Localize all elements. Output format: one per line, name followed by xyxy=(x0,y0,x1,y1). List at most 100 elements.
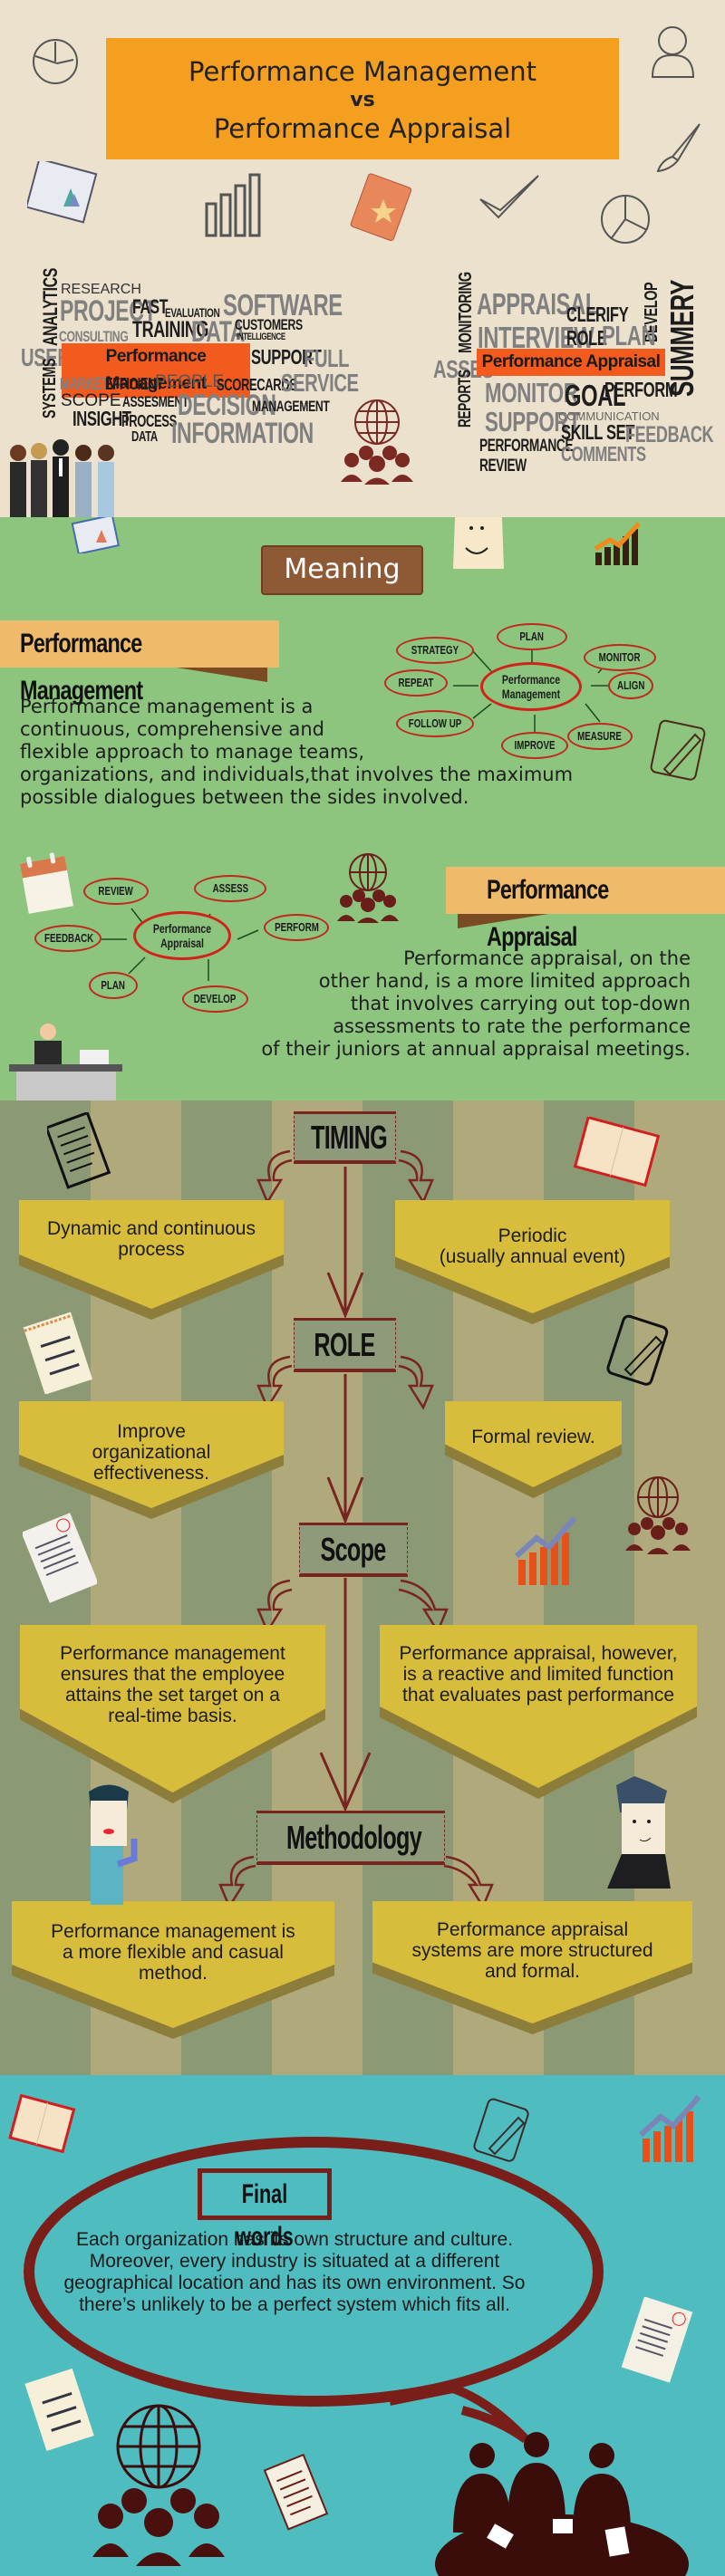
cloud-word: DATA xyxy=(191,315,246,348)
book-icon xyxy=(350,173,412,242)
scope-pa-text: Performance appraisal, however, is a rea… xyxy=(380,1625,697,1788)
business-people-illustration xyxy=(10,439,114,517)
pm-diagram-center: Performance Management xyxy=(480,662,582,711)
pm-node-monitor: MONITOR xyxy=(584,644,656,671)
cloud-word: PROJECT xyxy=(60,294,157,327)
pen-clipboard-icon xyxy=(473,2098,529,2162)
pa-node-assess: ASSESS xyxy=(194,875,266,902)
graded-test-icon xyxy=(621,2297,693,2383)
bar-chart-icon xyxy=(205,173,261,237)
highlight-performance-management: Performance Management xyxy=(62,343,250,398)
calendar-icon xyxy=(20,852,74,914)
pm-banner-fold xyxy=(177,668,267,682)
comparison-section: TIMING Dynamic and continuous process Pe… xyxy=(0,1101,725,2075)
flow-arrowhead xyxy=(326,1272,364,1320)
curved-arrow-right xyxy=(443,1855,494,1909)
growth-chart-icon xyxy=(594,522,641,565)
title-line-1: Performance Management xyxy=(188,56,537,87)
timing-pa-text: Periodic (usually annual event) xyxy=(395,1200,670,1313)
pa-banner: Performance Appraisal xyxy=(446,867,725,952)
pa-banner-fold xyxy=(458,914,548,928)
timing-pm-text: Dynamic and continuous process xyxy=(19,1200,284,1309)
pm-node-plan: PLAN xyxy=(497,623,567,650)
numbered-list-icon xyxy=(23,1312,93,1394)
cloud-word: CUSTOMERS xyxy=(235,316,303,333)
pa-node-plan: PLAN xyxy=(89,972,138,999)
header-timing: TIMING xyxy=(294,1111,396,1164)
pa-diagram-center: Performance Appraisal xyxy=(133,911,231,960)
report-icon xyxy=(27,161,98,224)
scope-pa-box: Performance appraisal, however, is a rea… xyxy=(380,1625,697,1799)
pm-description: Performance management is a continuous, … xyxy=(20,696,672,809)
role-pm-box: Improve organizational effectiveness. xyxy=(19,1401,284,1519)
open-book-icon xyxy=(573,1117,661,1187)
cartoon-man-icon xyxy=(453,517,504,569)
title-box: Performance Management vs Performance Ap… xyxy=(106,38,619,159)
open-book-icon xyxy=(8,2093,76,2154)
scope-pm-box: Performance management ensures that the … xyxy=(20,1625,325,1803)
cloud-word: SYSTEMS xyxy=(40,358,60,418)
cloud-word: MONITOR xyxy=(485,377,578,409)
pen-clipboard-icon xyxy=(606,1314,669,1386)
cloud-word: PERFORM xyxy=(604,378,678,401)
cloud-word: INTELLIGENCE xyxy=(237,332,285,342)
highlight-performance-appraisal: Performance Appraisal xyxy=(477,349,665,376)
pm-title: Performance Management xyxy=(20,629,143,706)
cloud-word: FULL xyxy=(304,344,350,372)
pm-node-align: ALIGN xyxy=(608,672,653,699)
cloud-word: INFORMATION xyxy=(171,417,314,449)
cartoon-businessman xyxy=(607,1776,671,1889)
checkmark-icon xyxy=(479,175,539,219)
cloud-word: PEOPLE xyxy=(155,372,225,391)
cloud-word: PROCESS xyxy=(121,412,177,430)
cloud-word: EFFICIENT xyxy=(105,375,163,393)
methodology-pm-box: Performance management is a more flexibl… xyxy=(12,1901,334,2039)
timing-pa-box: Periodic (usually annual event) xyxy=(395,1200,670,1324)
pm-node-measure: MEASURE xyxy=(567,723,633,750)
pm-line: organizations, and individuals,that invo… xyxy=(20,764,574,785)
cloud-word: PLAN xyxy=(602,320,656,351)
header-scope: Scope xyxy=(299,1523,408,1577)
flow-arrowhead xyxy=(326,1476,364,1525)
cloud-word: COMMENTS xyxy=(561,442,646,466)
cartoon-man-waving xyxy=(89,1784,138,1905)
report-icon xyxy=(71,517,121,553)
pen-clipboard-icon xyxy=(650,719,706,781)
pa-line: of their juniors at annual appraisal mee… xyxy=(261,1038,691,1060)
numbered-list-icon xyxy=(24,2368,94,2452)
curved-arrow-right xyxy=(398,1579,449,1634)
cloud-word: ROLE xyxy=(566,326,607,350)
title-vs: vs xyxy=(350,89,375,111)
cloud-word: SERVICE xyxy=(281,369,359,397)
pm-banner: Performance Management xyxy=(0,620,279,706)
speech-bubble-tail xyxy=(389,2383,529,2444)
pm-node-improve: IMPROVE xyxy=(501,732,568,759)
cloud-word: MONITORING xyxy=(456,272,476,353)
graded-test-icon xyxy=(23,1513,97,1603)
paintbrush-icon xyxy=(656,123,701,172)
pa-node-develop: DEVELOP xyxy=(182,985,248,1013)
meaning-sign: Meaning xyxy=(261,545,423,595)
pa-node-review: REVIEW xyxy=(83,878,149,905)
header-methodology: Methodology xyxy=(256,1811,445,1865)
cloud-word: SKILL SET xyxy=(561,420,635,444)
pm-node-repeat: REPEAT xyxy=(384,669,448,697)
cloud-word: DATA xyxy=(131,429,158,445)
scope-pm-text: Performance management ensures that the … xyxy=(20,1625,325,1793)
pm-line: continuous, comprehensive and xyxy=(20,718,324,740)
curved-arrow-left xyxy=(256,1149,293,1205)
pm-node-strategy: STRATEGY xyxy=(396,637,474,664)
cloud-word: CONSULTING xyxy=(59,328,129,345)
pie-chart-icon-2 xyxy=(601,195,650,244)
meaning-section: Meaning Performance Management Performan… xyxy=(0,517,725,1101)
cloud-word: ASSESMENT xyxy=(122,393,188,410)
global-team-icon xyxy=(337,853,399,923)
cloud-word: SUPPORT xyxy=(485,406,581,437)
role-pm-text: Improve organizational effectiveness. xyxy=(19,1401,284,1508)
pa-node-perform: PERFORM xyxy=(264,914,329,941)
pa-line: Performance appraisal, on the xyxy=(403,947,691,969)
curved-arrow-left xyxy=(218,1855,256,1909)
pm-line: flexible approach to manage teams, xyxy=(20,741,365,763)
timing-pm-box: Dynamic and continuous process xyxy=(19,1200,284,1320)
document-icon xyxy=(47,1112,111,1189)
